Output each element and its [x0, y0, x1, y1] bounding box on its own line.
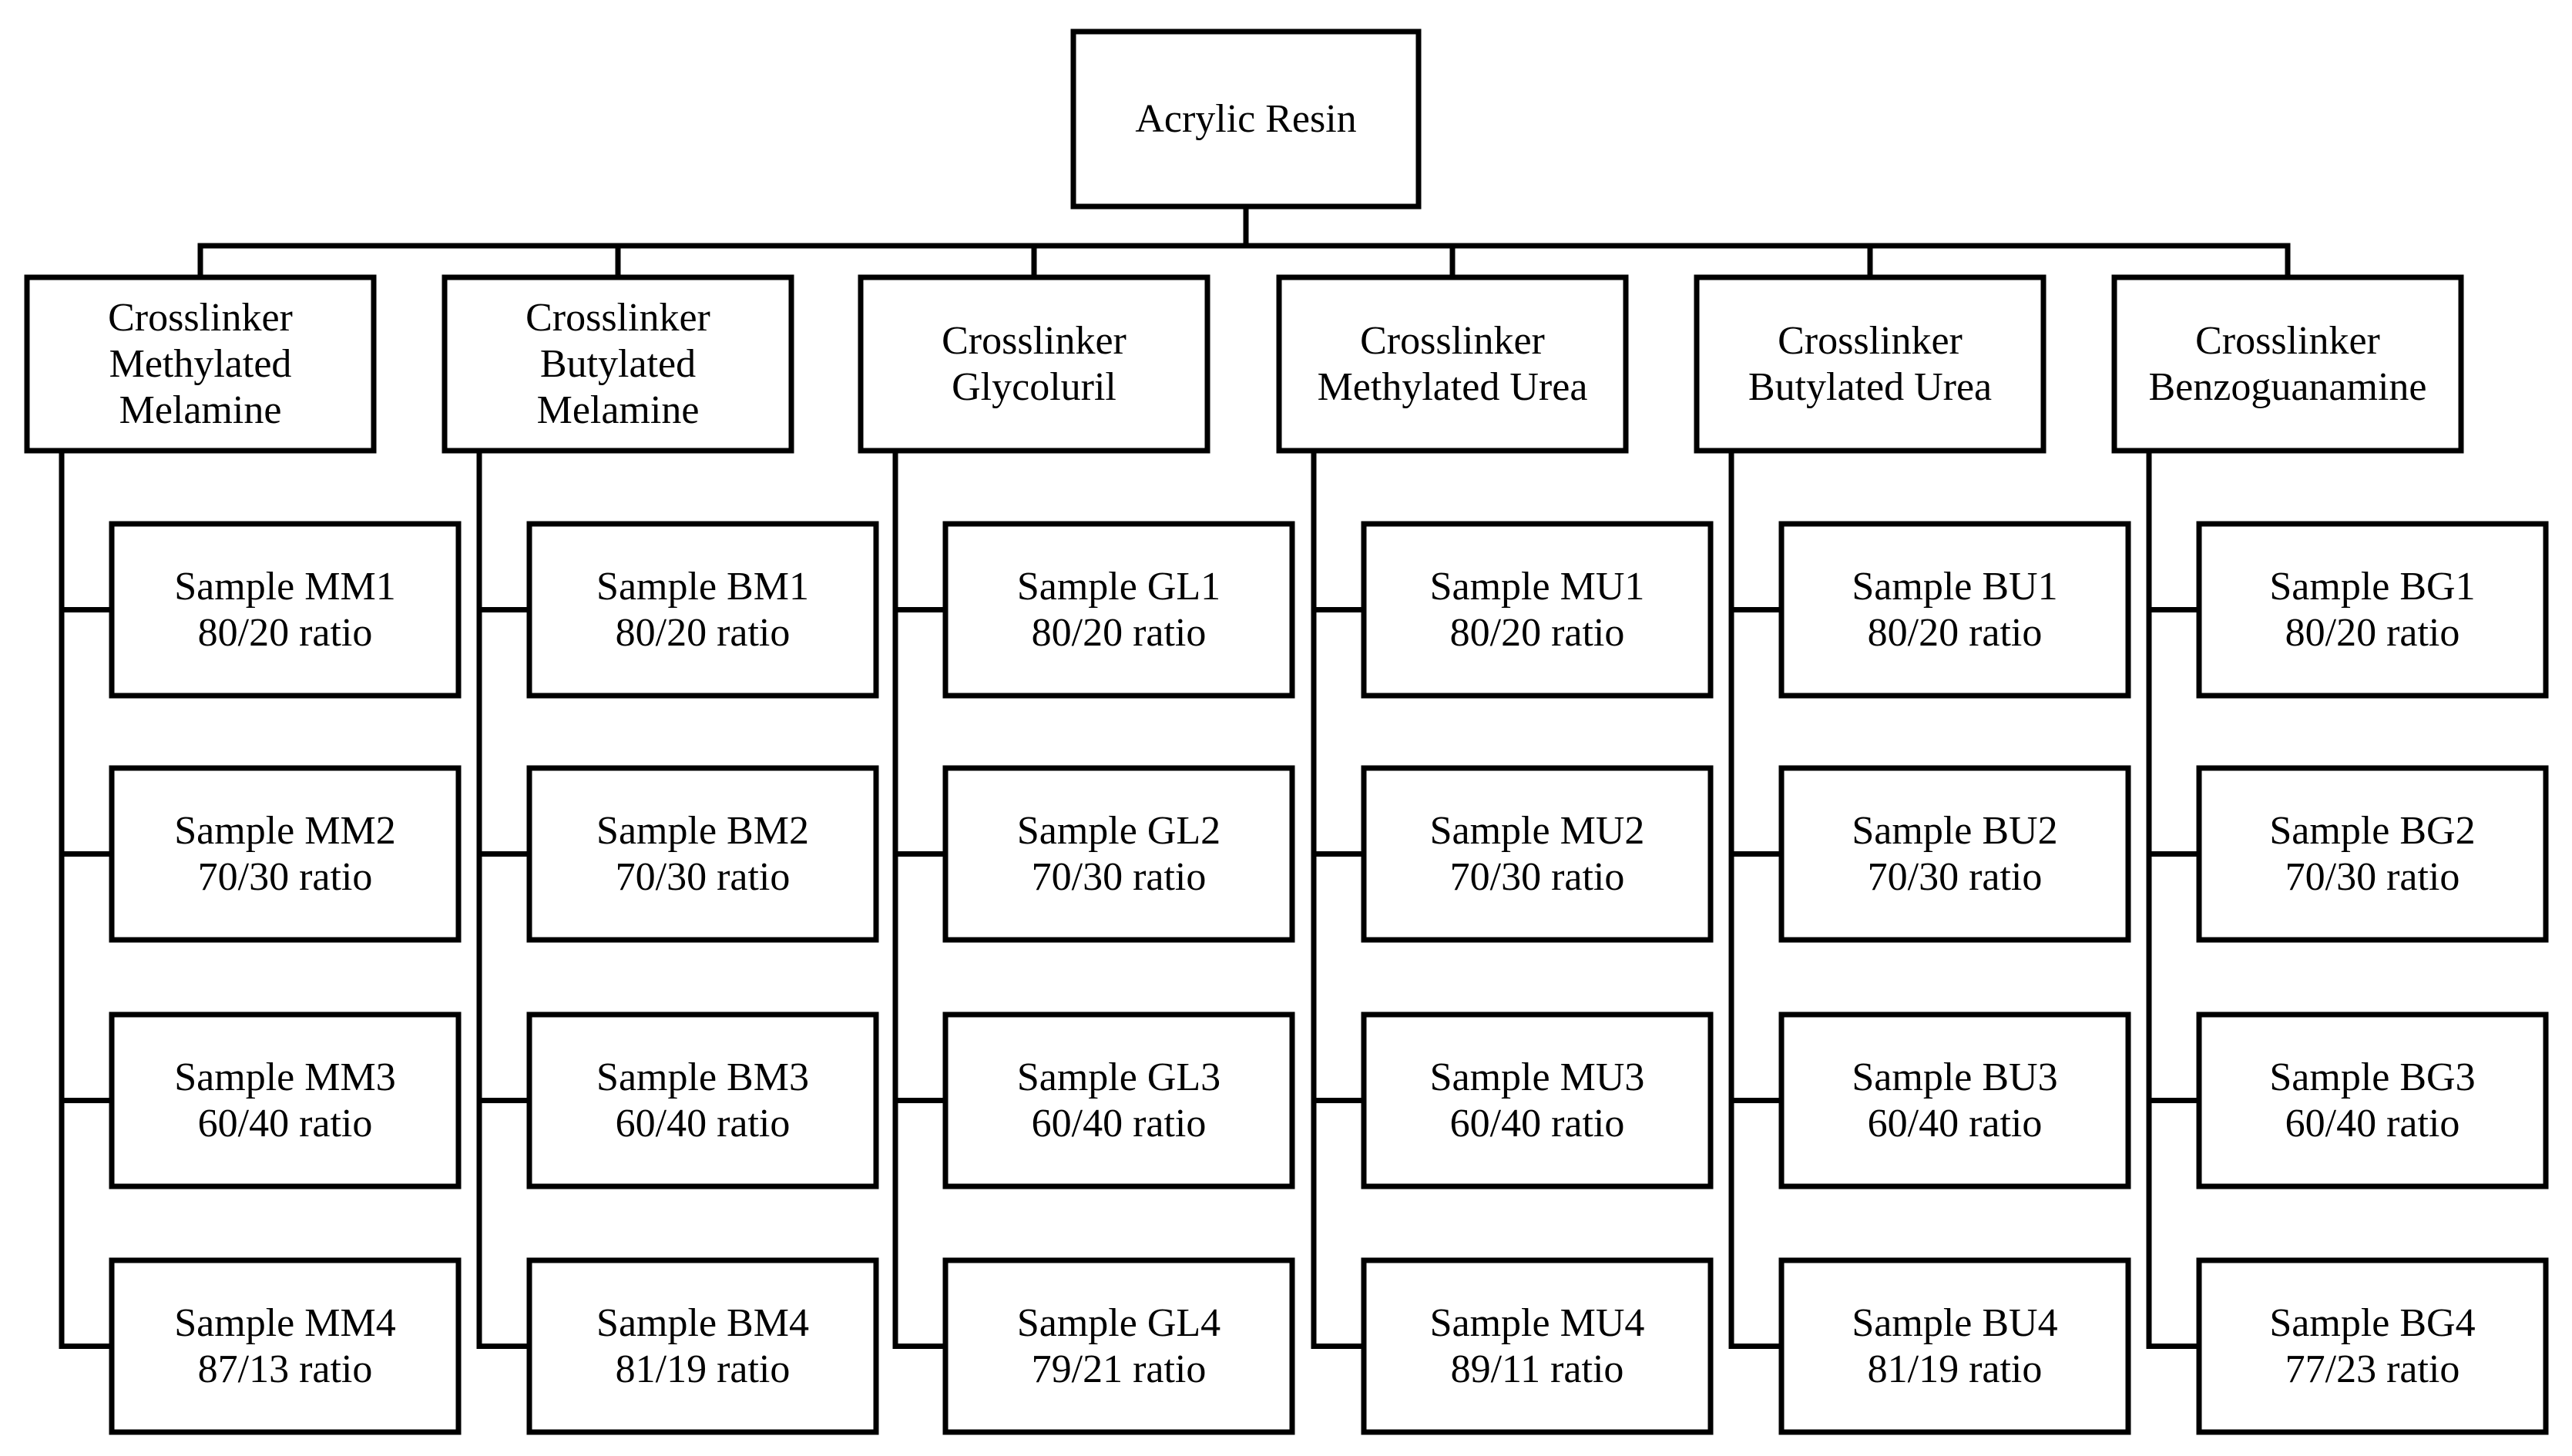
- sample-node-label: 81/19 ratio: [1868, 1347, 2043, 1391]
- sample-node-label: Sample BM3: [596, 1055, 809, 1099]
- sample-node: [526, 1011, 879, 1189]
- sample-node-label: Sample MM3: [174, 1055, 395, 1099]
- crosslinker-node-label: Crosslinker: [1360, 319, 1545, 363]
- crosslinker-node-label: Butylated: [540, 342, 696, 386]
- sample-node-label: 60/40 ratio: [616, 1102, 791, 1146]
- sample-node-label: 79/21 ratio: [1032, 1347, 1207, 1391]
- sample-node-label: 70/30 ratio: [616, 855, 791, 899]
- crosslinker-node: [2111, 274, 2464, 454]
- root-node-acrylic-resin-label: Acrylic Resin: [1135, 97, 1356, 141]
- sample-node-label: 80/20 ratio: [1450, 611, 1625, 655]
- sample-node-label: Sample BG3: [2269, 1055, 2475, 1099]
- crosslinker-node-label: Melamine: [119, 388, 282, 432]
- sample-node: [109, 1011, 462, 1189]
- sample-node-label: Sample MM1: [174, 565, 395, 609]
- crosslinker-node-label: Crosslinker: [108, 296, 293, 340]
- sample-node: [2196, 521, 2549, 699]
- crosslinker-node-label: Crosslinker: [2195, 319, 2380, 363]
- sample-node-label: 77/23 ratio: [2285, 1347, 2460, 1391]
- crosslinker-node-label: Benzoguanamine: [2149, 365, 2427, 409]
- crosslinker-node: [858, 274, 1210, 454]
- sample-node: [1778, 765, 2131, 943]
- sample-node: [1778, 1011, 2131, 1189]
- sample-node-label: Sample BU4: [1852, 1301, 2057, 1345]
- sample-node-label: 70/30 ratio: [1450, 855, 1625, 899]
- sample-node: [1361, 1011, 1714, 1189]
- sample-node: [1361, 1257, 1714, 1435]
- sample-node-label: Sample BG1: [2269, 565, 2475, 609]
- sample-node-label: Sample GL1: [1017, 565, 1221, 609]
- sample-node: [109, 521, 462, 699]
- sample-node-label: 70/30 ratio: [2285, 855, 2460, 899]
- sample-node: [942, 1257, 1295, 1435]
- sample-node-label: 81/19 ratio: [616, 1347, 791, 1391]
- sample-node-label: 60/40 ratio: [1032, 1102, 1207, 1146]
- sample-node-label: 70/30 ratio: [198, 855, 373, 899]
- sample-node-label: Sample BU3: [1852, 1055, 2057, 1099]
- sample-node-label: Sample GL4: [1017, 1301, 1221, 1345]
- sample-node-label: 89/11 ratio: [1451, 1347, 1624, 1391]
- sample-node-label: Sample BU1: [1852, 565, 2057, 609]
- sample-node-label: 80/20 ratio: [616, 611, 791, 655]
- sample-node: [1778, 521, 2131, 699]
- sample-node: [1778, 1257, 2131, 1435]
- crosslinker-node: [24, 274, 377, 454]
- sample-node: [942, 765, 1295, 943]
- root-node-acrylic-resin: [1070, 29, 1422, 210]
- sample-node-label: Sample MU4: [1430, 1301, 1645, 1345]
- sample-node-label: 60/40 ratio: [2285, 1102, 2460, 1146]
- sample-node-label: Sample MU2: [1430, 809, 1645, 853]
- sample-node-label: Sample GL3: [1017, 1055, 1221, 1099]
- crosslinker-node-label: Crosslinker: [525, 296, 710, 340]
- sample-node: [1361, 521, 1714, 699]
- crosslinker-node-label: Melamine: [537, 388, 700, 432]
- sample-node-label: Sample BM1: [596, 565, 809, 609]
- sample-node-label: 87/13 ratio: [198, 1347, 373, 1391]
- sample-node-label: 80/20 ratio: [198, 611, 373, 655]
- crosslinker-node-label: Crosslinker: [1778, 319, 1963, 363]
- crosslinker-node-label: Glycoluril: [952, 365, 1116, 409]
- sample-node-label: 80/20 ratio: [2285, 611, 2460, 655]
- sample-node-label: 70/30 ratio: [1032, 855, 1207, 899]
- sample-node-label: Sample BM4: [596, 1301, 809, 1345]
- sample-node: [526, 765, 879, 943]
- sample-node-label: 60/40 ratio: [1868, 1102, 2043, 1146]
- crosslinker-node: [1276, 274, 1629, 454]
- crosslinker-node-label: Crosslinker: [942, 319, 1127, 363]
- sample-node-label: Sample MM4: [174, 1301, 395, 1345]
- crosslinker-node-label: Methylated: [109, 342, 292, 386]
- sample-node: [942, 1011, 1295, 1189]
- crosslinker-node: [442, 274, 794, 454]
- sample-node-label: Sample GL2: [1017, 809, 1221, 853]
- crosslinker-node-label: Methylated Urea: [1318, 365, 1588, 409]
- sample-node: [2196, 1011, 2549, 1189]
- sample-node-label: Sample BU2: [1852, 809, 2057, 853]
- sample-node: [942, 521, 1295, 699]
- crosslinker-node: [1694, 274, 2047, 454]
- sample-node: [526, 521, 879, 699]
- sample-node: [1361, 765, 1714, 943]
- sample-node: [109, 1257, 462, 1435]
- sample-node-label: 80/20 ratio: [1032, 611, 1207, 655]
- sample-node-label: Sample MU1: [1430, 565, 1645, 609]
- sample-node: [526, 1257, 879, 1435]
- sample-node-label: Sample MU3: [1430, 1055, 1645, 1099]
- sample-node-label: Sample BG2: [2269, 809, 2475, 853]
- sample-node: [109, 765, 462, 943]
- crosslinker-node-label: Butylated Urea: [1748, 365, 1992, 409]
- sample-node-label: 60/40 ratio: [198, 1102, 373, 1146]
- sample-node: [2196, 765, 2549, 943]
- sample-node-label: 60/40 ratio: [1450, 1102, 1625, 1146]
- sample-node-label: 70/30 ratio: [1868, 855, 2043, 899]
- sample-node-label: 80/20 ratio: [1868, 611, 2043, 655]
- sample-node: [2196, 1257, 2549, 1435]
- sample-node-label: Sample MM2: [174, 809, 395, 853]
- sample-node-label: Sample BM2: [596, 809, 809, 853]
- sample-node-label: Sample BG4: [2269, 1301, 2475, 1345]
